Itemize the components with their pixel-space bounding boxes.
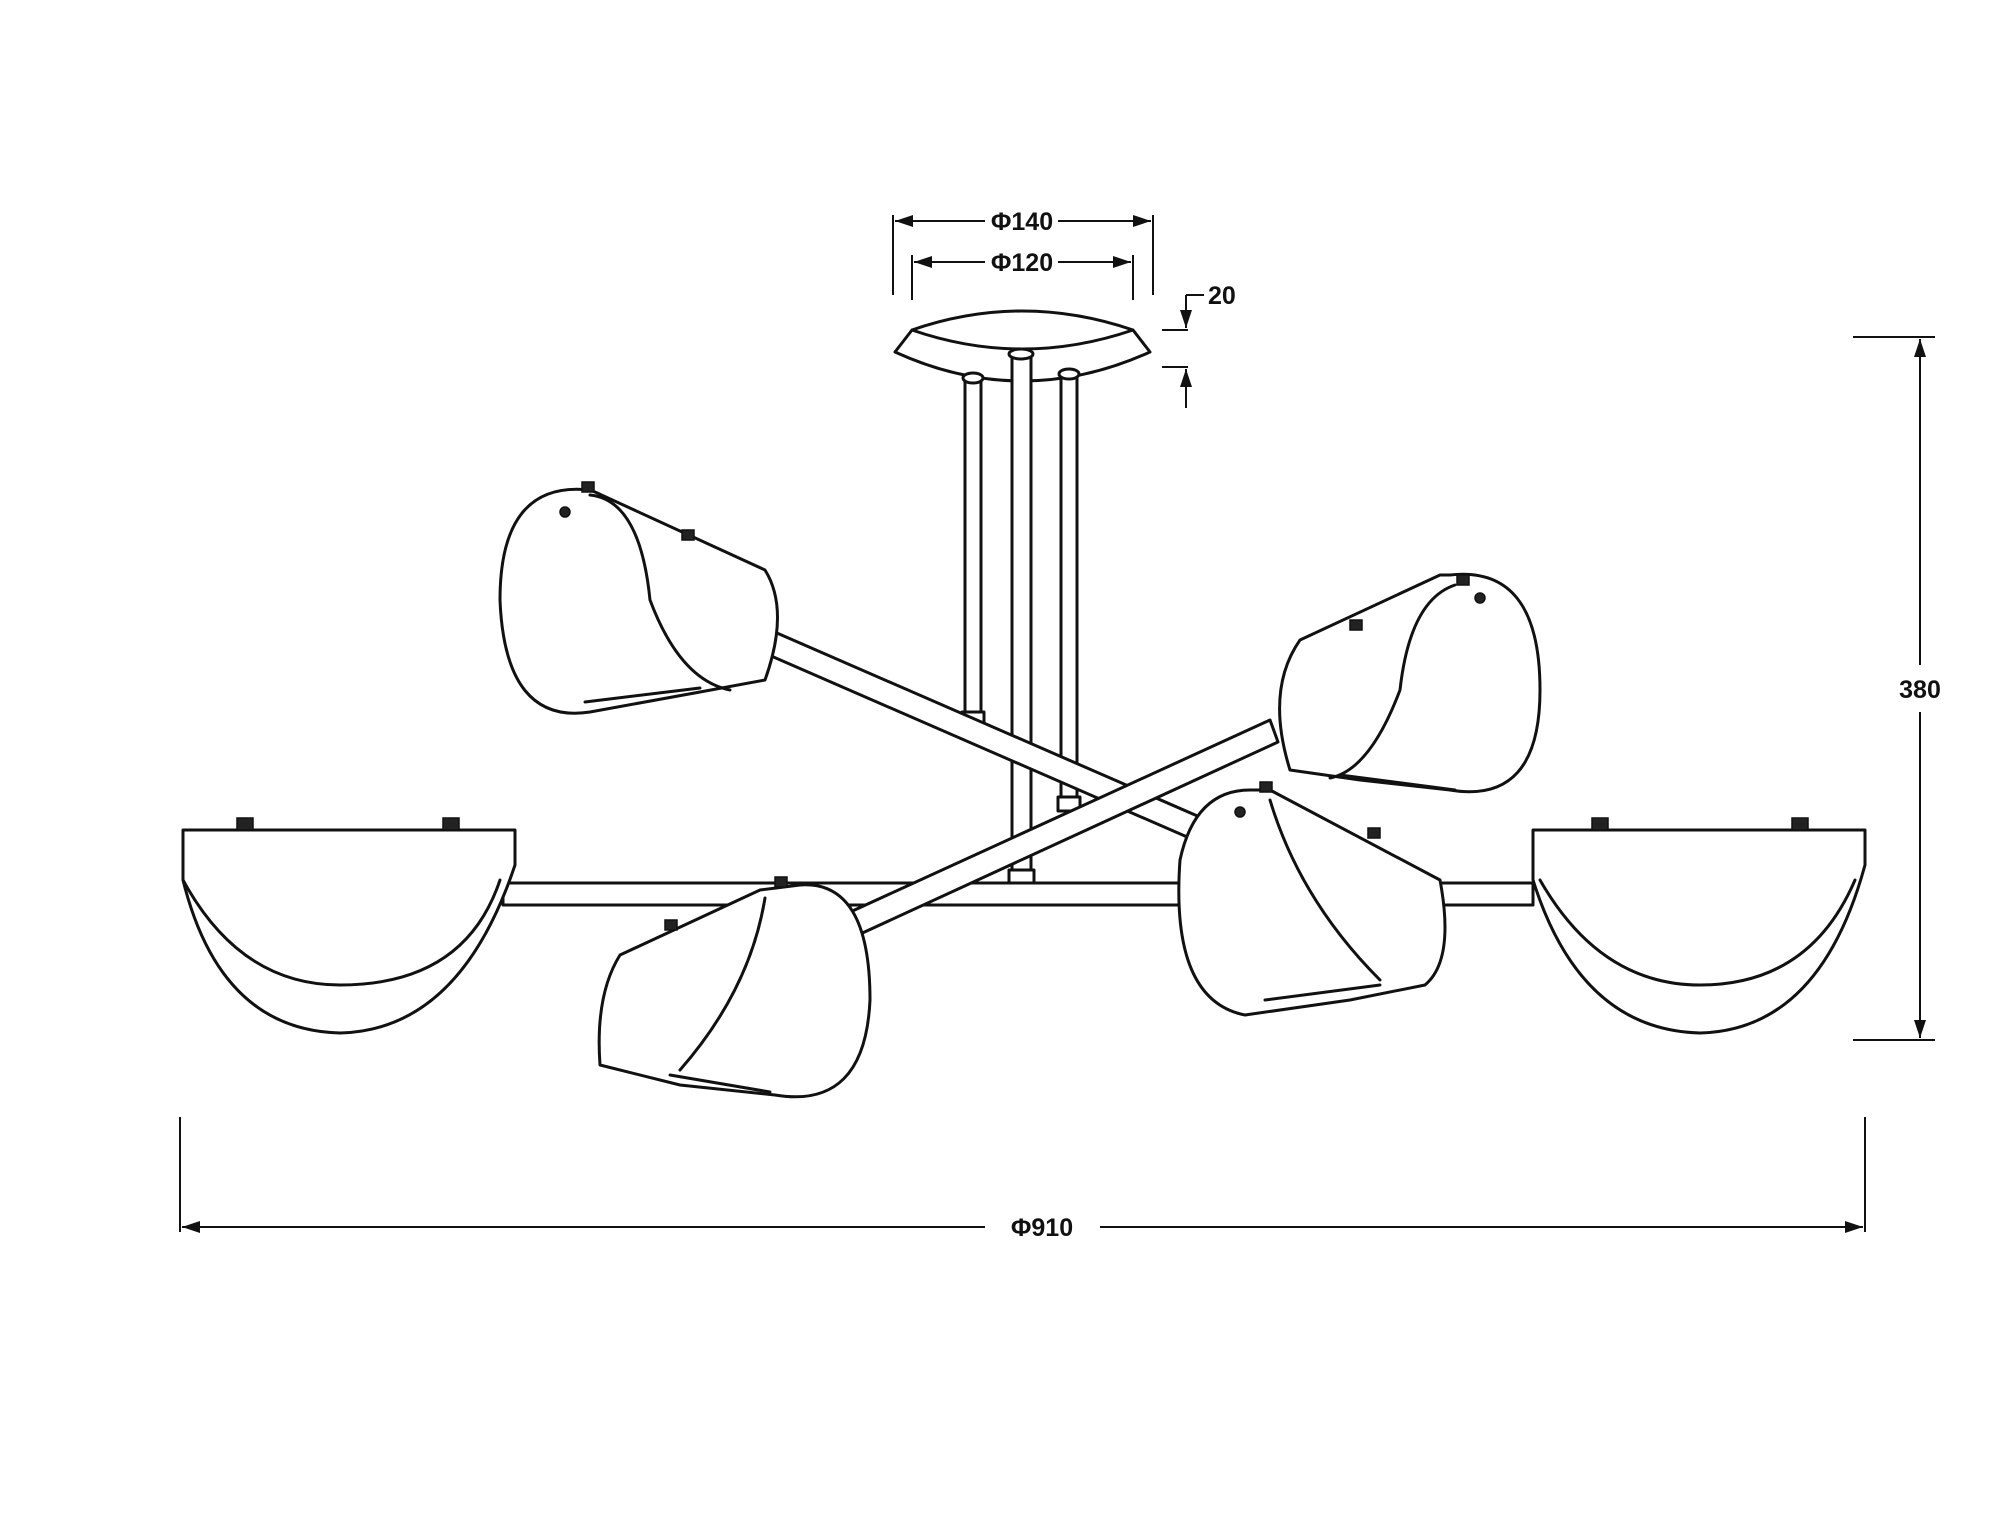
- dim-label-canopy-inner: Φ120: [991, 249, 1053, 277]
- diagonal-arm-left: [760, 628, 1254, 862]
- dim-label-canopy-outer: Φ140: [991, 208, 1053, 236]
- shade-cone-top-right: [1278, 572, 1542, 794]
- shade-bowl-right: [1531, 817, 1867, 1035]
- dim-label-canopy-height: 20: [1208, 282, 1236, 310]
- dim-canopy-inner: Φ120: [911, 249, 1134, 300]
- shade-cone-bottom-left: [597, 876, 872, 1099]
- dim-canopy-height: 20: [1162, 282, 1236, 408]
- dim-total-height: 380: [1853, 336, 1941, 1041]
- dim-canopy-outer: Φ140: [892, 208, 1154, 295]
- shade-cone-top-left: [498, 481, 779, 715]
- dim-total-diameter: Φ910: [179, 1117, 1866, 1242]
- dim-label-total-height: 380: [1899, 676, 1941, 704]
- suspension-rods: [960, 347, 1082, 888]
- dim-label-total-diameter: Φ910: [1011, 1214, 1073, 1242]
- shade-bowl-left: [181, 817, 517, 1035]
- shade-cone-bottom-right: [1177, 781, 1447, 1017]
